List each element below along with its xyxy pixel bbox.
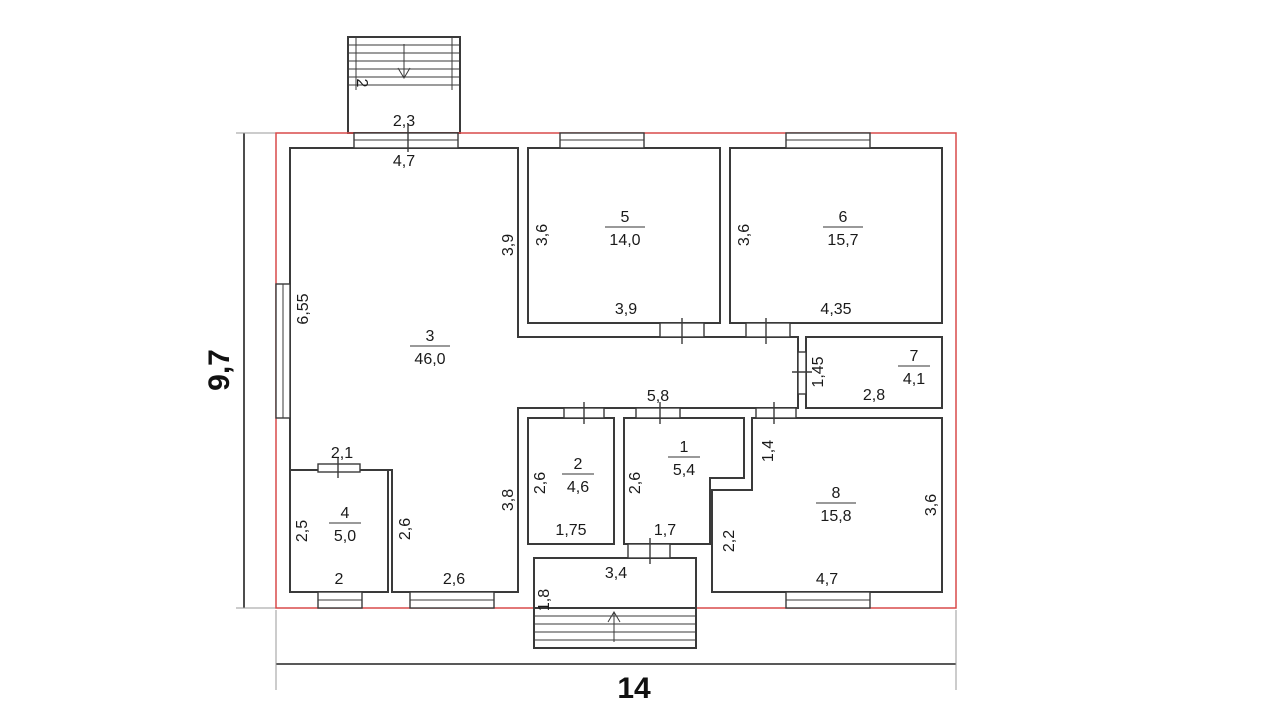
vestibule-walls <box>533 557 697 609</box>
window-top-room5 <box>559 132 645 149</box>
room-4-area: 5,0 <box>334 528 356 545</box>
window-bottom-room4 <box>317 591 363 609</box>
door-room6 <box>745 318 791 344</box>
room-7-number: 7 <box>910 348 919 365</box>
window-bottom-room3 <box>409 591 495 609</box>
dim-room7-bottom: 2,8 <box>863 387 885 404</box>
room-2-area: 4,6 <box>567 479 589 496</box>
dim-room1-bottom: 1,7 <box>654 522 676 539</box>
room-6-area: 15,7 <box>827 232 858 249</box>
building-outline <box>275 132 957 609</box>
dim-porch-bottom-depth: 1,8 <box>536 589 553 611</box>
window-top-room6 <box>785 132 871 149</box>
dim-room6-bottom: 4,35 <box>820 301 851 318</box>
dim-room4-right: 2,6 <box>397 518 414 540</box>
room-5-area: 14,0 <box>609 232 640 249</box>
dim-porch-top-width: 2,3 <box>393 113 415 130</box>
room-6-number: 6 <box>839 209 848 226</box>
door-room1 <box>635 402 681 424</box>
dim-room6-left: 3,6 <box>736 224 753 246</box>
window-left-room3 <box>275 283 291 419</box>
room-5-number: 5 <box>621 209 630 226</box>
room-1-number: 1 <box>680 439 689 456</box>
room-3-number: 3 <box>426 328 435 345</box>
top-porch-stairs <box>347 36 461 134</box>
dim-room3-left: 6,55 <box>295 293 312 324</box>
dim-room8-left: 2,2 <box>721 530 738 552</box>
dim-room3-top: 4,7 <box>393 153 415 170</box>
door-room5 <box>659 318 705 344</box>
dim-room8-right: 3,6 <box>923 494 940 516</box>
dim-room3-lower-right: 3,8 <box>500 489 517 511</box>
door-room8 <box>755 402 797 424</box>
dim-room1-left: 2,6 <box>627 472 644 494</box>
dim-corridor-right: 1,4 <box>760 440 777 462</box>
room-1-area: 5,4 <box>673 462 695 479</box>
dim-room5-bottom: 3,9 <box>615 301 637 318</box>
dim-room4-top: 2,1 <box>331 445 353 462</box>
room-3-walls <box>289 147 799 593</box>
dim-vestibule-top: 3,4 <box>605 565 627 582</box>
room-1-walls <box>623 417 745 545</box>
dim-room4-bottom: 2 <box>335 571 344 588</box>
porch-top-depth-label: 2 <box>353 79 370 88</box>
door-room4 <box>317 458 361 478</box>
overall-width-label: 14 <box>617 672 651 705</box>
dim-corridor-width: 5,8 <box>647 388 669 405</box>
room-3-area: 46,0 <box>414 351 445 368</box>
room-2-number: 2 <box>574 456 583 473</box>
dim-room7-left: 1,45 <box>810 356 827 387</box>
door-vestibule <box>627 538 671 564</box>
dim-room2-bottom: 1,75 <box>555 522 586 539</box>
door-room7 <box>792 351 812 395</box>
room-8-area: 15,8 <box>820 508 851 525</box>
dim-room2-left: 2,6 <box>532 472 549 494</box>
room-8-walls <box>711 417 943 593</box>
dim-room3-inner-wall: 3,9 <box>500 234 517 256</box>
window-top-room3 <box>353 132 459 149</box>
dim-room8-bottom: 4,7 <box>816 571 838 588</box>
door-room2 <box>563 402 605 424</box>
overall-height-label: 9,7 <box>203 349 236 391</box>
dim-room5-left: 3,6 <box>534 224 551 246</box>
window-bottom-room8 <box>785 591 871 609</box>
bottom-porch-stairs <box>533 607 697 649</box>
room-8-number: 8 <box>832 485 841 502</box>
room-7-area: 4,1 <box>903 371 925 388</box>
dim-room4-left: 2,5 <box>294 520 311 542</box>
room-4-number: 4 <box>341 505 350 522</box>
dim-room3-bottom: 2,6 <box>443 571 465 588</box>
